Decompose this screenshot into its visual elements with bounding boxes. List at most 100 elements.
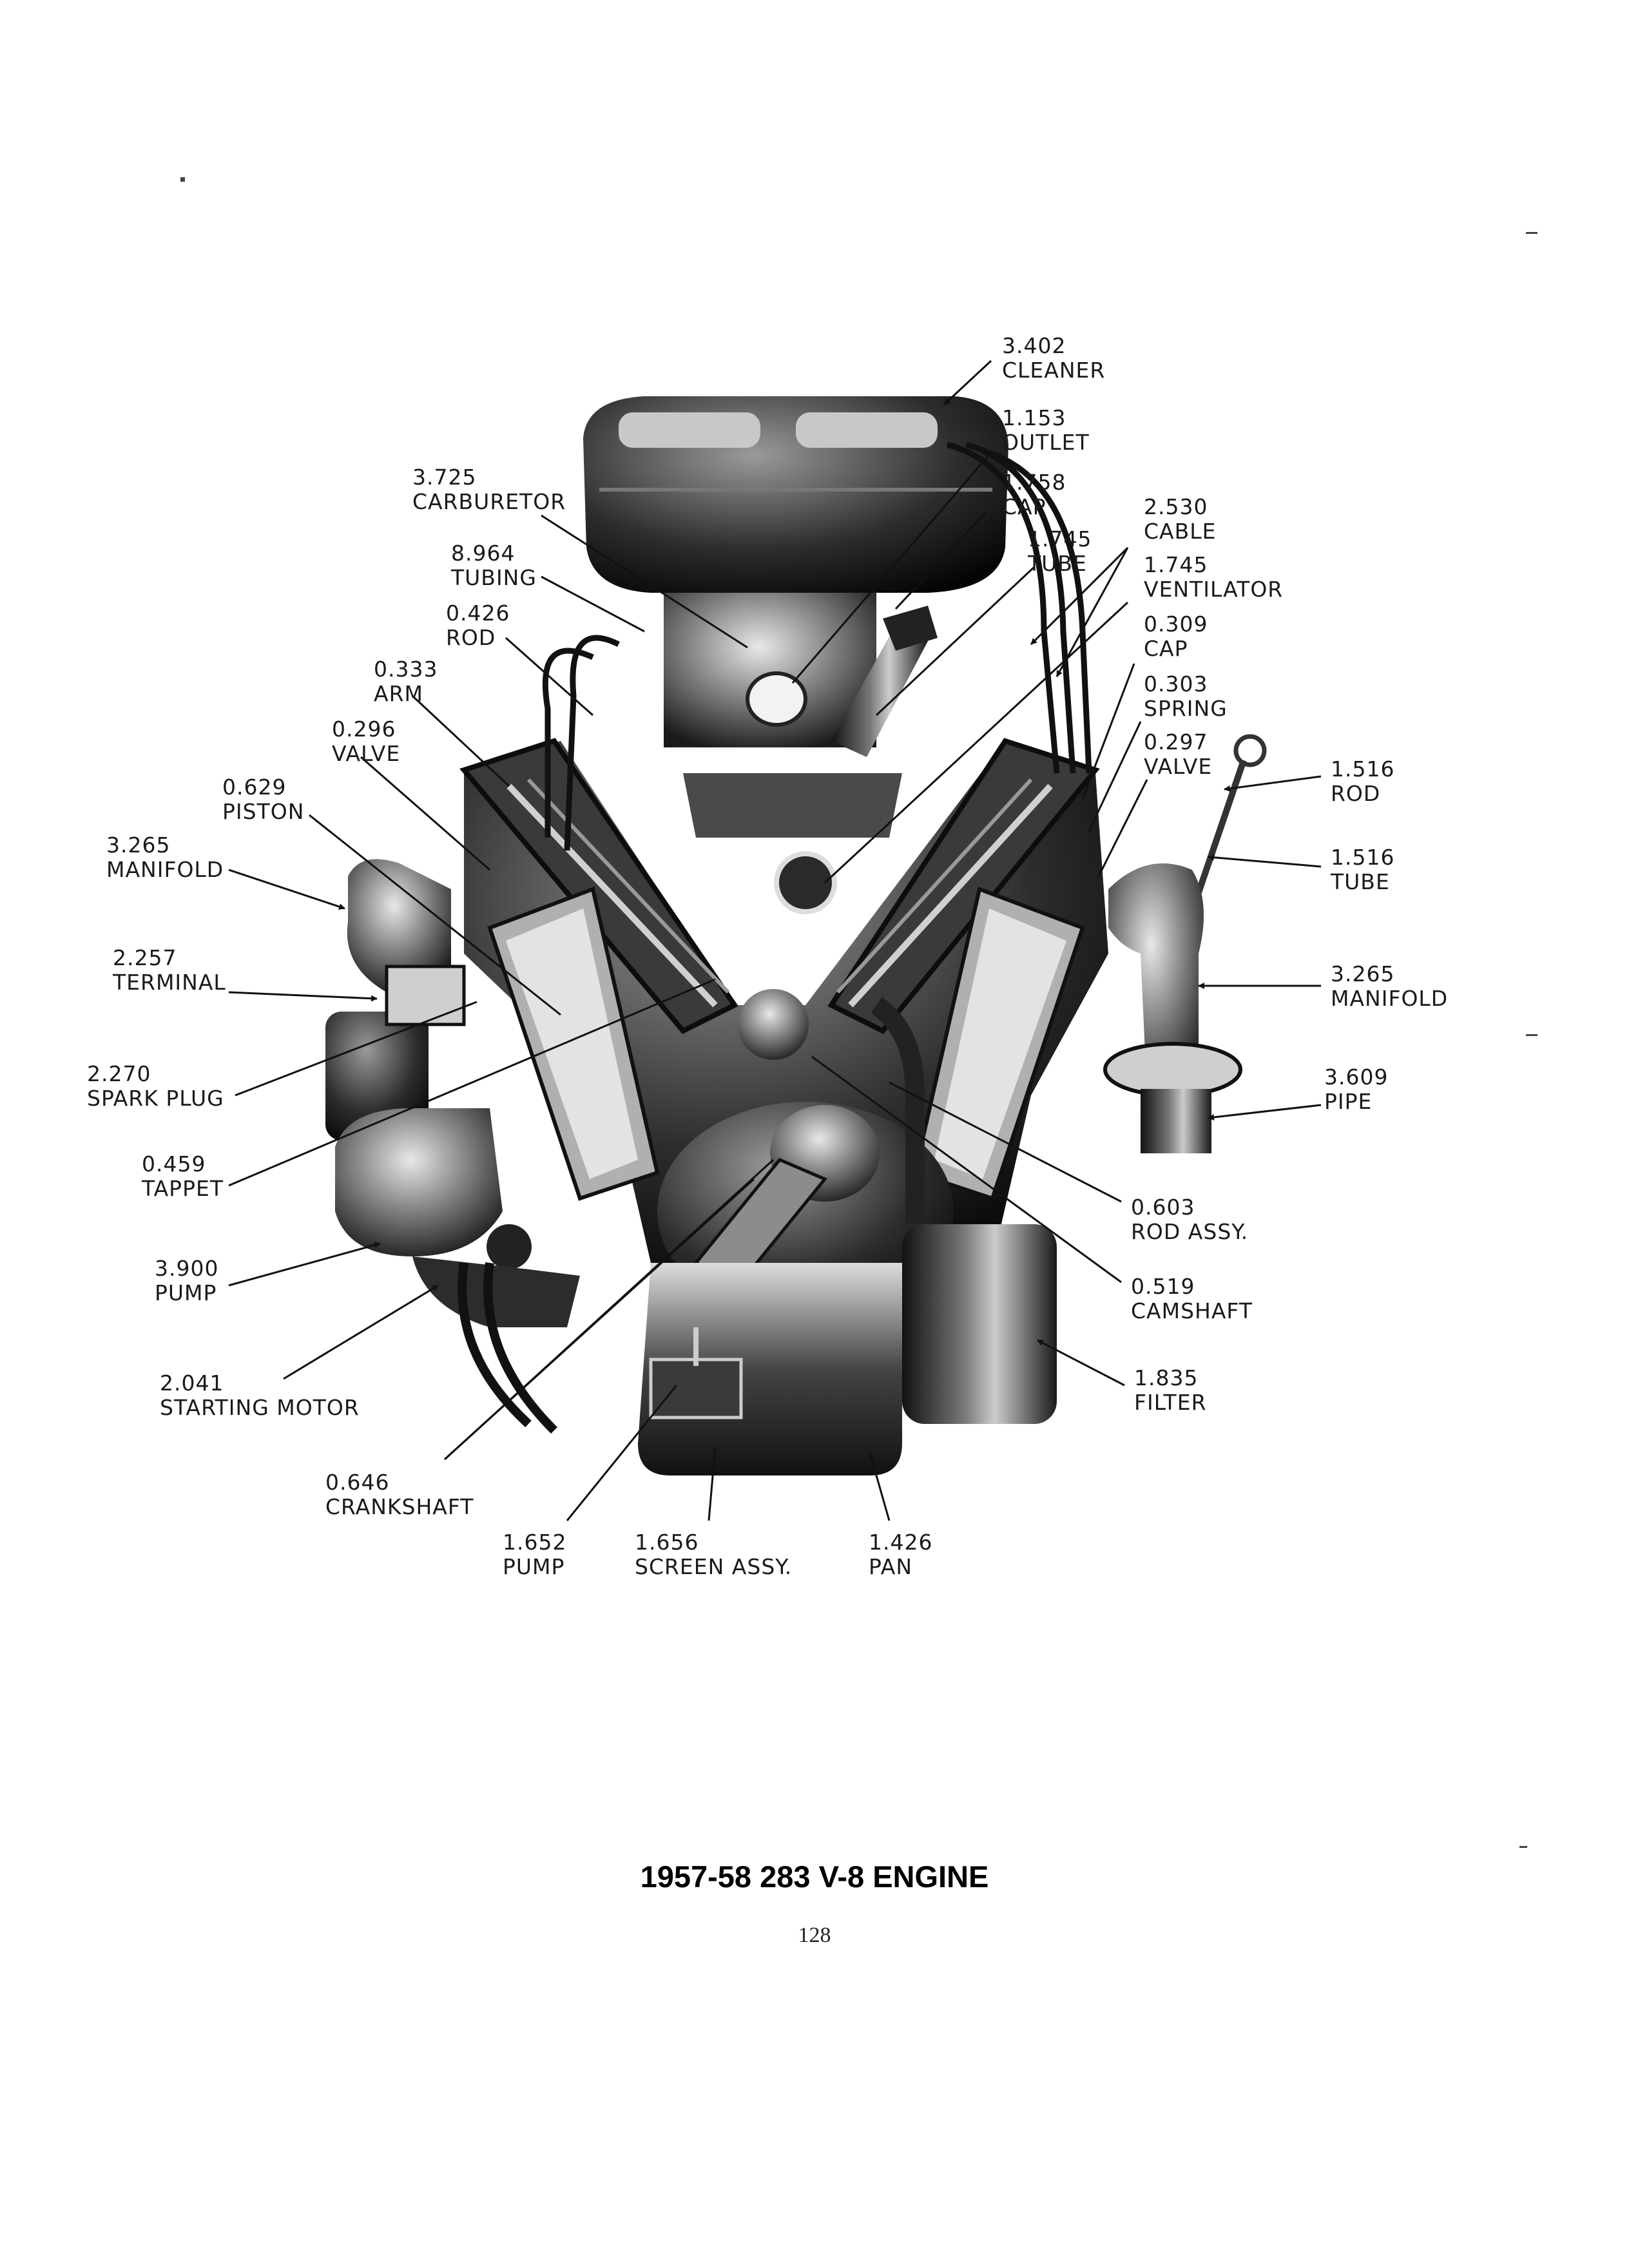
part-code: 0.333 — [374, 657, 438, 682]
part-code: 3.265 — [106, 832, 171, 858]
part-code: 1.758 — [1002, 470, 1066, 495]
ignition-cables — [542, 441, 1092, 851]
part-code: 0.646 — [325, 1470, 390, 1495]
part-name: VENTILATOR — [1144, 577, 1284, 602]
part-code: 0.297 — [1144, 729, 1208, 754]
part-name: CLEANER — [1002, 358, 1106, 383]
part-code: 1.745 — [1028, 526, 1092, 552]
intake-shape — [664, 593, 938, 757]
part-code: 1.153 — [1002, 405, 1066, 430]
part-name: SCREEN ASSY. — [635, 1554, 793, 1579]
part-code: 0.296 — [332, 716, 396, 742]
part-name: CABLE — [1144, 519, 1217, 544]
part-code: 1.656 — [635, 1530, 699, 1555]
part-name: MANIFOLD — [106, 857, 224, 882]
part-code: 0.309 — [1144, 611, 1208, 637]
part-name: CAMSHAFT — [1131, 1298, 1253, 1323]
part-name: CAP — [1002, 494, 1046, 519]
part-code: 1.516 — [1331, 845, 1395, 870]
part-code: 1.516 — [1331, 756, 1395, 782]
part-code: 0.603 — [1131, 1195, 1195, 1220]
part-code: 2.257 — [113, 945, 177, 970]
part-name: SPARK PLUG — [87, 1086, 224, 1111]
part-name: CAP — [1144, 636, 1188, 661]
part-code: 3.265 — [1331, 961, 1395, 986]
callout-leader-lines — [228, 360, 1322, 1521]
part-name: CARBURETOR — [412, 489, 566, 514]
part-code: 1.835 — [1134, 1365, 1199, 1390]
part-name: VALVE — [332, 741, 401, 766]
part-name: TUBE — [1028, 551, 1087, 576]
manifold-shapes — [347, 859, 1242, 1153]
part-code: 0.519 — [1131, 1274, 1195, 1299]
part-name: ROD — [446, 625, 496, 650]
scan-mark — [180, 177, 185, 182]
part-name: PUMP — [503, 1554, 565, 1579]
part-name: ARM — [374, 681, 423, 706]
part-name: OUTLET — [1002, 430, 1090, 455]
page-title: 1957-58 283 V-8 ENGINE — [640, 1860, 989, 1894]
part-name: TAPPET — [142, 1176, 224, 1201]
part-name: PAN — [869, 1554, 913, 1579]
part-code: 3.725 — [412, 465, 477, 490]
scan-mark — [1526, 1034, 1537, 1036]
part-code: 1.745 — [1144, 552, 1208, 577]
part-code: 3.900 — [155, 1256, 219, 1281]
part-name: FILTER — [1134, 1390, 1207, 1415]
left-accessories — [325, 965, 580, 1434]
part-name: PISTON — [222, 799, 305, 824]
part-name: TUBING — [451, 565, 537, 590]
part-code: 8.964 — [451, 541, 516, 566]
part-code: 3.402 — [1002, 333, 1066, 358]
part-name: VALVE — [1144, 754, 1213, 779]
part-code: 2.041 — [160, 1370, 224, 1396]
part-code: 0.426 — [446, 601, 510, 626]
page-number: 128 — [798, 1923, 831, 1947]
part-name: PUMP — [155, 1280, 217, 1305]
oil-pan-filter — [638, 997, 1057, 1475]
part-code: 0.303 — [1144, 671, 1208, 697]
part-name: ROD ASSY. — [1131, 1219, 1249, 1244]
part-name: CRANKSHAFT — [325, 1494, 474, 1519]
part-code: 2.270 — [87, 1061, 151, 1086]
part-code: 0.459 — [142, 1151, 206, 1177]
part-name: SPRING — [1144, 696, 1228, 721]
scan-mark — [1526, 232, 1537, 234]
part-code: 0.629 — [222, 774, 287, 800]
part-code: 1.652 — [503, 1530, 567, 1555]
part-name: PIPE — [1324, 1089, 1373, 1114]
